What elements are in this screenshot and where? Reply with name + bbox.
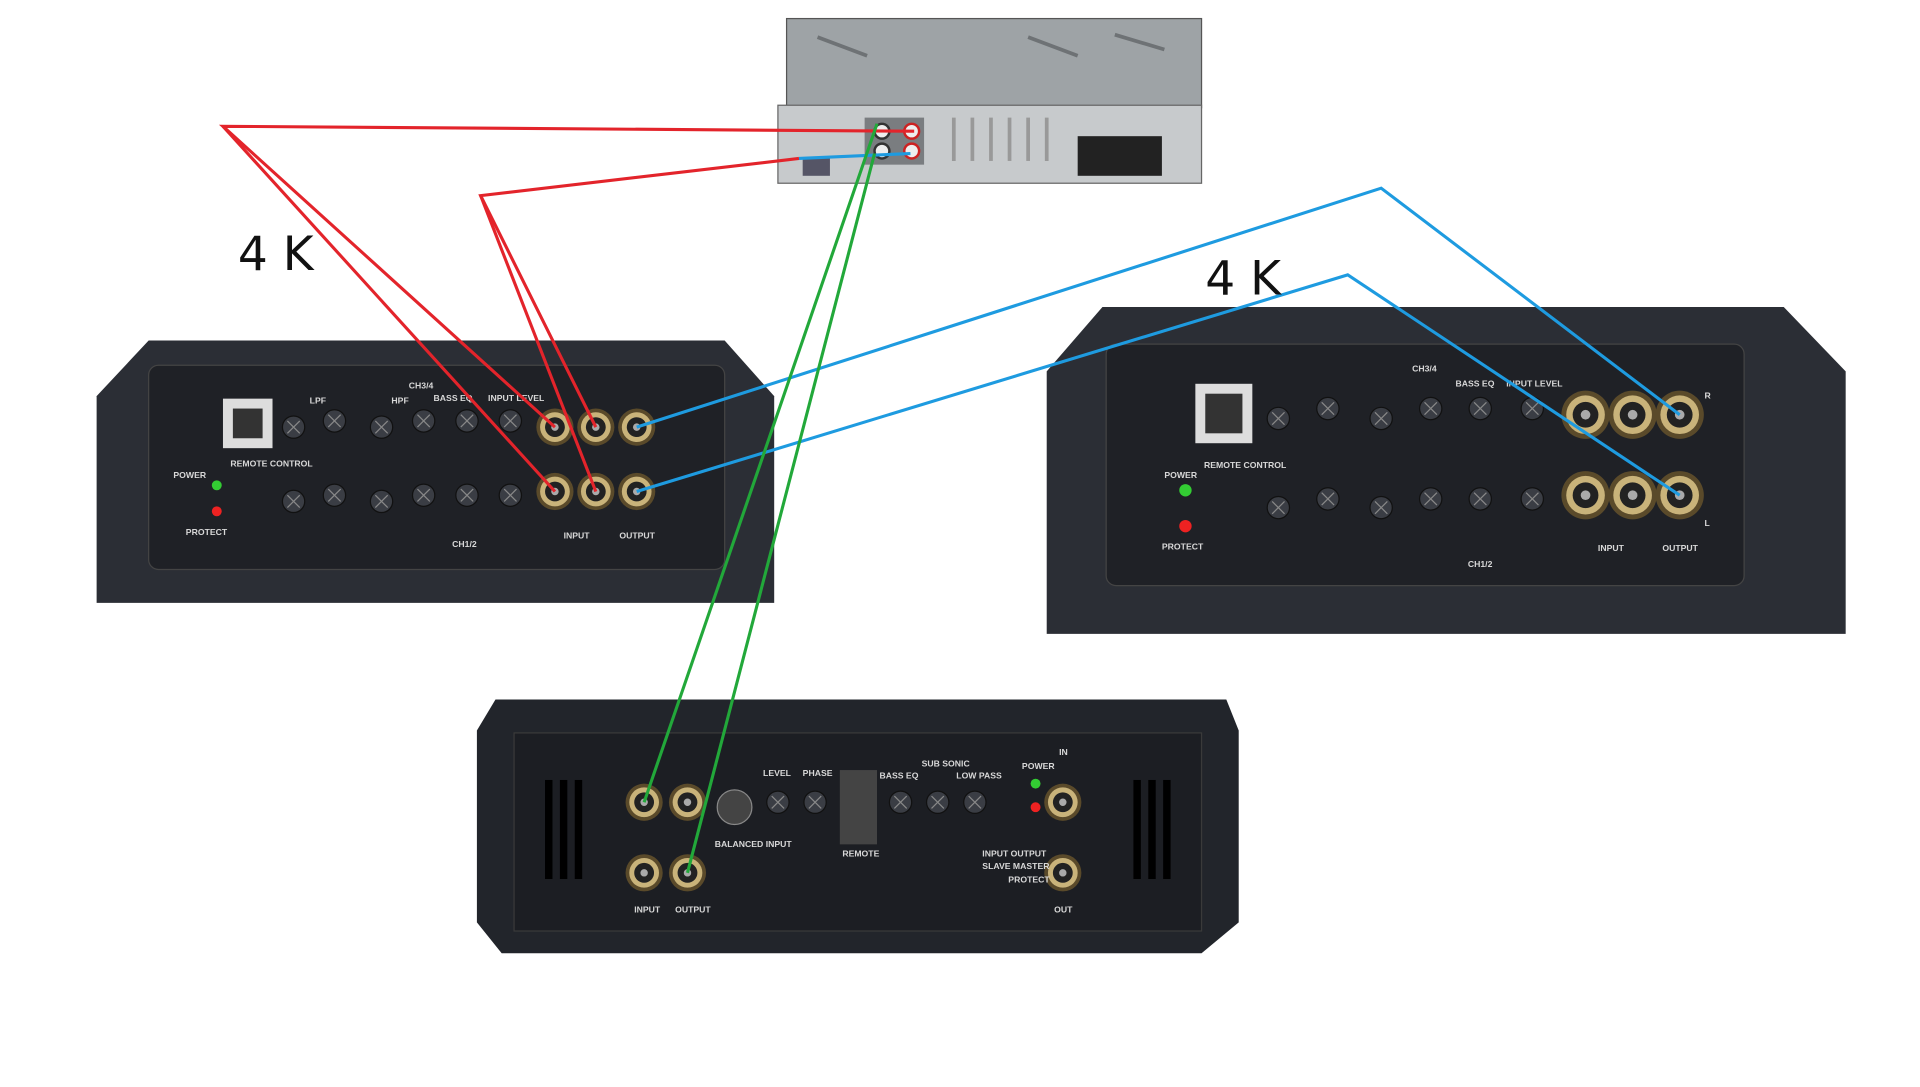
hpf-label: HPF (391, 396, 408, 406)
mono-sub-amp: LEVEL PHASE BASS EQ SUB SONIC LOW PASS B… (476, 699, 1239, 954)
bass-eq-label: BASS EQ (434, 393, 473, 403)
protect-label: PROTECT (1162, 542, 1204, 552)
red-wires (218, 124, 915, 493)
section-label: CH1/2 (1468, 559, 1493, 569)
output-label: OUTPUT (675, 904, 711, 914)
input-level-label: INPUT LEVEL (488, 393, 545, 403)
red-wire (221, 125, 557, 493)
level-label: LEVEL (763, 768, 792, 778)
section-label: CH3/4 (409, 381, 434, 391)
in-label: IN (1059, 747, 1068, 757)
right-four-channel-amp: CH3/4 CH1/2 BASS EQ INPUT LEVEL REMOTE C… (1046, 307, 1846, 634)
blue-wire (636, 186, 1681, 429)
protect-label: PROTECT (186, 527, 228, 537)
remote-label: REMOTE (842, 849, 879, 859)
protect-label: PROTECT (1008, 875, 1050, 885)
out-label: OUT (1054, 904, 1073, 914)
remote-control-label: REMOTE CONTROL (1204, 460, 1287, 470)
red-wire (479, 195, 598, 493)
left-four-channel-amp: CH3/4 CH1/2 LPF HPF BASS EQ INPUT LEVEL … (96, 340, 775, 603)
power-label: POWER (1022, 761, 1055, 771)
head-unit (777, 17, 1203, 184)
balanced-input-label: BALANCED INPUT (715, 839, 793, 849)
green-wires (642, 123, 879, 874)
section-label: CH3/4 (1412, 363, 1437, 373)
green-wire (685, 153, 877, 874)
blue-wires (636, 151, 1681, 497)
green-wire (642, 123, 879, 803)
power-label: POWER (1164, 470, 1197, 480)
input-level-label: INPUT LEVEL (1506, 378, 1563, 388)
sub-sonic-label: SUB SONIC (922, 758, 971, 768)
low-pass-label: LOW PASS (956, 771, 1002, 781)
input-label: INPUT (564, 531, 591, 541)
power-label: POWER (173, 470, 206, 480)
lpf-label: LPF (310, 396, 326, 406)
input-label: INPUT (634, 904, 661, 914)
output-label: OUTPUT (1662, 543, 1698, 553)
l-label: L (1704, 518, 1710, 528)
input-output-label: INPUT OUTPUT (982, 849, 1047, 859)
blue-wire (798, 151, 911, 161)
blue-wire (636, 273, 1681, 497)
remote-control-label: REMOTE CONTROL (230, 459, 313, 469)
input-label: INPUT (1598, 543, 1625, 553)
output-label: OUTPUT (619, 531, 655, 541)
slave-master-label: SLAVE MASTER (982, 861, 1050, 871)
r-label: R (1704, 391, 1711, 401)
bass-eq-label: BASS EQ (1455, 378, 1494, 388)
bass-eq-label: BASS EQ (879, 771, 918, 781)
phase-label: PHASE (803, 768, 833, 778)
right-amp-annotation: 4 K (1205, 252, 1282, 307)
left-amp-annotation: 4 K (238, 227, 315, 282)
section-label: CH1/2 (452, 539, 477, 549)
